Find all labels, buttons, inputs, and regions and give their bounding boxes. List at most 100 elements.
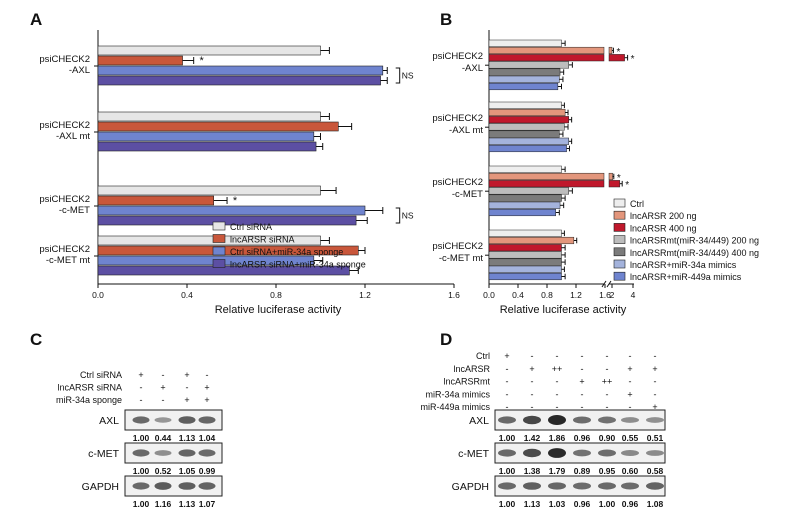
panel-b-bar <box>488 75 560 83</box>
panel-d-condition-mark: - <box>531 389 534 399</box>
panel-d-condition-mark: - <box>556 389 559 399</box>
panel-c-quant-value: 1.13 <box>179 499 196 509</box>
panel-a-x-tick-label: 0.8 <box>270 290 282 300</box>
panel-c-quant-value: 1.16 <box>155 499 172 509</box>
panel-d-blot-label: c-MET <box>458 448 489 460</box>
panel-d-condition-mark: - <box>531 377 534 387</box>
panel-d-quant-value: 1.03 <box>549 499 566 509</box>
panel-c-condition-label: miR-34a sponge <box>56 395 122 405</box>
panel-d-condition-mark: - <box>606 389 609 399</box>
panel-a-significance-star: * <box>200 55 205 67</box>
panel-d-band <box>523 415 541 425</box>
panel-d-blot-label: AXL <box>469 415 489 427</box>
panel-c-band <box>154 450 172 456</box>
panel-d-condition-mark: - <box>556 351 559 361</box>
panel-a-legend-swatch <box>212 221 226 231</box>
panel-c-blot-label: c-MET <box>88 448 119 460</box>
panel-c-band <box>154 417 172 423</box>
panel-label-b: B <box>440 10 453 29</box>
panel-d-condition-label: miR-34a mimics <box>425 389 490 399</box>
panel-d-quant-value: 0.90 <box>599 433 616 443</box>
panel-d-condition-mark: - <box>581 351 584 361</box>
panel-c-condition-mark: + <box>184 395 189 405</box>
panel-d-band <box>548 482 566 490</box>
panel-b-bar <box>488 172 605 181</box>
panel-a-category-label: psiCHECK2 <box>39 54 90 65</box>
panel-d-band <box>523 448 541 458</box>
panel-b-bar <box>488 272 562 281</box>
panel-b-bar <box>488 123 565 131</box>
panel-d-quant-value: 0.96 <box>574 499 591 509</box>
panel-label-d: D <box>440 330 453 349</box>
panel-d-quant-value: 0.96 <box>622 499 639 509</box>
panel-d-quant-value: 0.51 <box>647 433 664 443</box>
panel-d-condition-label: miR-449a mimics <box>420 402 490 412</box>
panel-b-significance-star: * <box>617 173 621 184</box>
panel-a-bar <box>97 185 321 196</box>
panel-a-category-label: -AXL mt <box>56 131 90 142</box>
panel-d-band <box>498 482 516 490</box>
panel-b-x-tick-label: 2 <box>610 290 615 300</box>
panel-a-category-label: -AXL <box>69 65 90 76</box>
panel-c-quant-value: 0.99 <box>199 466 216 476</box>
panel-c-condition-mark: - <box>162 370 165 380</box>
panel-d-quant-value: 1.38 <box>524 466 541 476</box>
panel-d-quant-value: 1.79 <box>549 466 566 476</box>
panel-a-category-label: psiCHECK2 <box>39 244 90 255</box>
panel-b-significance-star: * <box>631 54 635 65</box>
panel-a-bar <box>97 215 357 226</box>
panel-a-bar <box>97 55 183 66</box>
panel-a-legend-swatch <box>212 246 226 256</box>
panel-b-category-label: -c-MET mt <box>439 253 484 264</box>
panel-d-condition-mark: + <box>504 351 509 361</box>
panel-b-bar <box>488 236 575 245</box>
panel-b-legend-swatch <box>613 247 626 257</box>
panel-d-condition-mark: - <box>556 402 559 412</box>
panel-c-band <box>132 449 150 457</box>
panel-d-condition-mark: - <box>506 364 509 374</box>
panel-b-legend-swatch <box>613 235 626 244</box>
panel-b-bar <box>488 187 569 195</box>
panel-c-condition-mark: + <box>204 395 209 405</box>
panel-a-category-label: -c-MET <box>59 205 90 216</box>
panel-c-band <box>178 482 196 490</box>
panel-d-quant-value: 1.00 <box>599 499 616 509</box>
panel-c-condition-mark: - <box>186 383 189 393</box>
panel-d-quant-value: 0.55 <box>622 433 639 443</box>
panel-b-x-tick-label: 4 <box>631 290 636 300</box>
panel-a-ns-bracket <box>395 207 401 224</box>
panel-b-x-tick-label: 1.6 <box>599 290 611 300</box>
panel-d-condition-mark: + <box>627 364 632 374</box>
panel-d-band <box>598 449 616 457</box>
panel-b-bar <box>488 194 562 202</box>
panel-a-ns-bracket <box>395 67 401 84</box>
panel-d-condition-mark: + <box>579 377 584 387</box>
panel-b-legend-label: lncARSR+miR-34a mimics <box>630 260 737 270</box>
panel-c-blot-label: GAPDH <box>82 481 119 493</box>
panel-d-band <box>548 448 566 458</box>
panel-d-condition-label: lncARSRmt <box>443 377 490 387</box>
panel-c-blot-frame <box>124 475 223 497</box>
panel-b-x-axis-label: Relative luciferase activity <box>500 304 627 316</box>
panel-a-category-label: psiCHECK2 <box>39 120 90 131</box>
panel-d-quant-value: 1.86 <box>549 433 566 443</box>
panel-d-condition-mark: - <box>556 377 559 387</box>
panel-c-blot-frame <box>124 442 223 464</box>
panel-b-legend-label: lncARSR 400 ng <box>630 223 697 233</box>
panel-d-band <box>646 482 664 490</box>
panel-b-legend-swatch <box>613 210 626 220</box>
panel-d-band <box>646 417 664 423</box>
panel-c-condition-mark: - <box>162 395 165 405</box>
panel-b-bar <box>488 201 561 209</box>
panel-a-legend-label: Ctrl siRNA+miR-34a sponge <box>230 247 343 257</box>
panel-d-band <box>621 482 639 490</box>
panel-c-condition-mark: - <box>206 370 209 380</box>
panel-b-x-tick-label: 1.2 <box>570 290 582 300</box>
panel-b-bar <box>488 244 562 252</box>
panel-d-band <box>573 416 591 424</box>
panel-a-x-tick-label: 0.0 <box>92 290 104 300</box>
panel-b-category-label: -AXL <box>462 63 483 74</box>
panel-b-category-label: -c-MET <box>452 189 483 200</box>
panel-d-band <box>598 482 616 490</box>
panel-d-band <box>548 415 566 425</box>
